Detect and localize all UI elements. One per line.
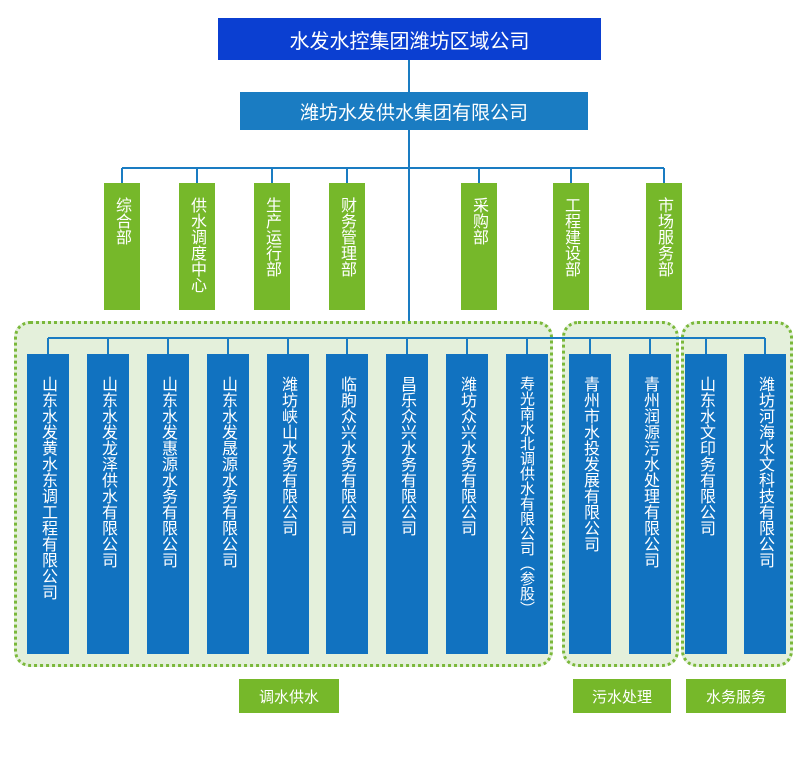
group-label-sewage: 污水处理 [573, 679, 671, 713]
group-label-water-service: 水务服务 [686, 679, 786, 713]
company-box: 山东水发惠源水务有限公司 [147, 354, 189, 654]
department-box: 生产运行部 [254, 183, 290, 310]
company-box: 山东水发黄水东调工程有限公司 [27, 354, 69, 654]
company-box: 山东水发晟源水务有限公司 [207, 354, 249, 654]
company-box: 潍坊峡山水务有限公司 [267, 354, 309, 654]
company-box: 山东水文印务有限公司 [685, 354, 727, 654]
department-box: 市场服务部 [646, 183, 682, 310]
group-label-water-supply: 调水供水 [239, 679, 339, 713]
company-box: 寿光南水北调供水有限公司（参股） [506, 354, 548, 654]
department-box: 财务管理部 [329, 183, 365, 310]
sub-organization: 潍坊水发供水集团有限公司 [240, 92, 588, 130]
department-box: 综合部 [104, 183, 140, 310]
department-box: 工程建设部 [553, 183, 589, 310]
company-box: 昌乐众兴水务有限公司 [386, 354, 428, 654]
department-box: 采购部 [461, 183, 497, 310]
company-box: 青州市水投发展有限公司 [569, 354, 611, 654]
top-organization: 水发水控集团潍坊区域公司 [218, 18, 601, 60]
department-box: 供水调度中心 [179, 183, 215, 310]
company-box: 青州润源污水处理有限公司 [629, 354, 671, 654]
company-box: 山东水发龙泽供水有限公司 [87, 354, 129, 654]
company-box: 临朐众兴水务有限公司 [326, 354, 368, 654]
company-box: 潍坊河海水文科技有限公司 [744, 354, 786, 654]
company-box: 潍坊众兴水务有限公司 [446, 354, 488, 654]
